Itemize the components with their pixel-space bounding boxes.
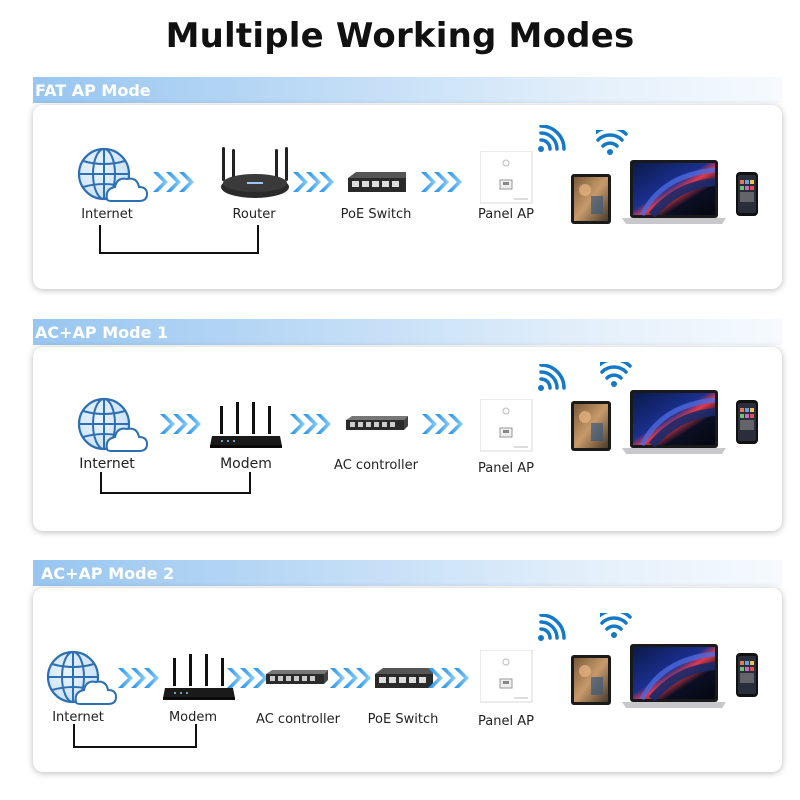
wifi-icon (537, 125, 566, 153)
mode-label: AC+AP Mode 2 (41, 564, 175, 583)
internet-globe-icon (46, 650, 118, 706)
device-label-internet: Internet (52, 710, 104, 725)
device-label-modem: Modem (168, 710, 218, 725)
panel-ap-icon (480, 151, 533, 204)
router-icon (221, 147, 289, 198)
tablet-icon (571, 174, 611, 224)
device-label-modem: Modem (220, 456, 272, 472)
device-label-ac-controller: AC controller (334, 458, 418, 473)
chevron-arrows-icon (227, 668, 268, 688)
chevron-arrows-icon (422, 414, 463, 434)
chevron-arrows-icon (293, 172, 334, 192)
device-label-ac-controller: AC controller (256, 712, 340, 727)
page-title: Multiple Working Modes (165, 16, 635, 56)
mode-header-fat-ap: FAT AP Mode (33, 77, 782, 103)
device-label-panel-ap: Panel AP (478, 714, 534, 729)
internet-globe-icon (77, 397, 149, 453)
wifi-icon (600, 613, 632, 640)
device-label-panel-ap: Panel AP (478, 207, 534, 222)
chevron-arrows-icon (118, 668, 159, 688)
mode-label: FAT AP Mode (35, 81, 151, 100)
poe-switch-icon (375, 668, 433, 688)
mode-header-ac-ap-2: AC+AP Mode 2 (33, 560, 782, 586)
panel-ap-icon (480, 650, 533, 703)
modem-icon (210, 402, 282, 448)
device-label-internet: Internet (81, 207, 133, 222)
laptop-icon (622, 160, 728, 226)
wifi-icon (537, 364, 566, 392)
chevron-arrows-icon (428, 668, 469, 688)
chevron-arrows-icon (160, 414, 201, 434)
phone-icon (736, 400, 758, 444)
device-label-poe-switch: PoE Switch (367, 712, 439, 727)
device-label-poe-switch: PoE Switch (340, 207, 412, 222)
laptop-icon (622, 644, 728, 710)
internet-globe-icon (77, 147, 149, 203)
panel-ap-icon (480, 399, 533, 452)
chevron-arrows-icon (330, 668, 371, 688)
connection-bracket (100, 472, 251, 494)
wifi-icon (600, 362, 632, 389)
device-label-internet: Internet (79, 456, 135, 472)
ac-controller-icon (346, 416, 408, 430)
connection-bracket (73, 724, 197, 748)
modem-icon (163, 654, 235, 700)
poe-switch-icon (348, 172, 406, 192)
device-label-router: Router (232, 207, 276, 222)
laptop-icon (622, 390, 728, 456)
phone-icon (736, 653, 758, 697)
chevron-arrows-icon (421, 172, 462, 192)
tablet-icon (571, 401, 611, 451)
mode-label: AC+AP Mode 1 (35, 323, 169, 342)
wifi-icon (596, 130, 628, 157)
ac-controller-icon (266, 670, 328, 684)
tablet-icon (571, 655, 611, 705)
chevron-arrows-icon (290, 414, 331, 434)
wifi-icon (537, 614, 566, 642)
phone-icon (736, 172, 758, 216)
chevron-arrows-icon (153, 172, 194, 192)
device-label-panel-ap: Panel AP (478, 461, 534, 476)
mode-header-ac-ap-1: AC+AP Mode 1 (33, 319, 782, 345)
connection-bracket (99, 225, 259, 254)
